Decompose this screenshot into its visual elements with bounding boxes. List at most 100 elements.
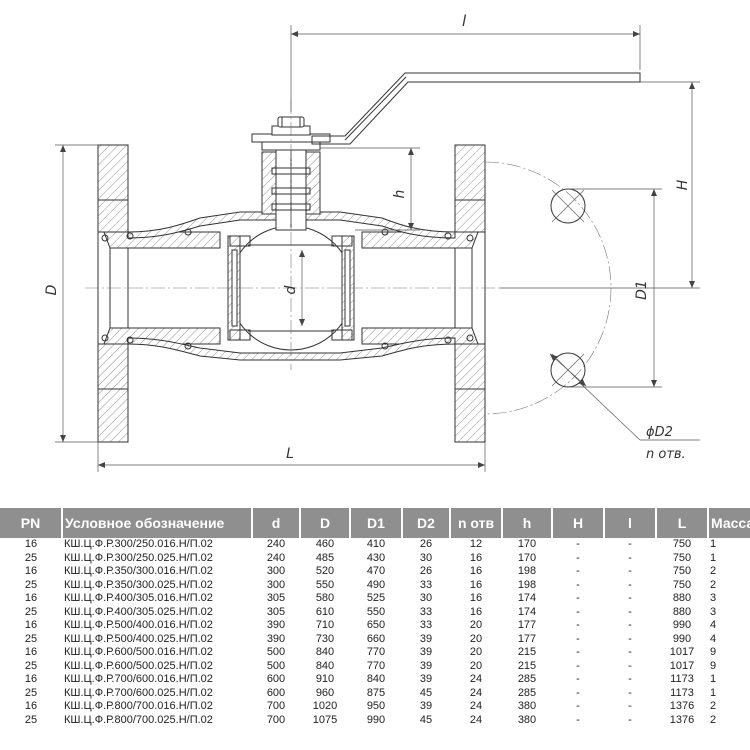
table-cell: КШ.Ц.Ф.Р.800/700.025.Н/П.02 xyxy=(64,713,213,726)
table-cell: 300 xyxy=(266,565,286,577)
table-cell: - xyxy=(576,538,580,550)
left-flange xyxy=(97,144,129,443)
table-cell: 1173 xyxy=(670,673,694,685)
table-cell: 198 xyxy=(517,565,537,577)
table-cell: 177 xyxy=(517,619,537,631)
table-cell: 650 xyxy=(366,619,386,631)
table-cell: 170 xyxy=(517,551,537,564)
table-cell: 4 xyxy=(710,632,717,645)
table-cell: 16 xyxy=(24,565,38,577)
table-cell: 875 xyxy=(366,686,386,699)
table-cell: 20 xyxy=(469,659,483,672)
table-cell: КШ.Ц.Ф.Р.800/700.016.Н/П.02 xyxy=(64,700,213,712)
valve-body xyxy=(101,211,474,361)
valve-technical-drawing: l H h D1 d D L xyxy=(44,12,700,472)
dimension-H: H xyxy=(500,81,700,289)
table-cell: 215 xyxy=(517,646,537,658)
table-cell: - xyxy=(576,659,580,672)
table-cell: 550 xyxy=(366,605,386,618)
table-cell: - xyxy=(628,619,632,631)
right-flange xyxy=(454,144,486,443)
table-cell: 3 xyxy=(710,592,717,604)
column-header: D xyxy=(300,508,351,538)
label-D2: ϕD2 xyxy=(646,425,673,440)
table-cell: 485 xyxy=(315,551,335,564)
table-cell: 16 xyxy=(24,673,38,685)
column-header: L xyxy=(656,508,709,538)
table-cell: 600 xyxy=(266,686,286,699)
table-cell: 520 xyxy=(315,565,335,577)
table-cell: 410 xyxy=(366,538,386,550)
table-cell: 990 xyxy=(672,619,692,631)
column-header: D2 xyxy=(402,508,451,538)
table-cell: 840 xyxy=(315,646,335,658)
table-cell: - xyxy=(628,551,632,564)
table-cell: 1 xyxy=(710,551,717,564)
table-cell: - xyxy=(576,686,580,699)
table-cell: 33 xyxy=(419,605,433,618)
table-cell: - xyxy=(576,646,580,658)
table-cell: 950 xyxy=(366,700,386,712)
column-header: D1 xyxy=(350,508,403,538)
table-cell: 24 xyxy=(469,673,483,685)
table-cell: 470 xyxy=(366,565,386,577)
table-cell: КШ.Ц.Ф.Р.400/305.016.Н/П.02 xyxy=(64,592,213,604)
label-l: l xyxy=(462,12,467,30)
table-cell: - xyxy=(576,713,580,726)
table-cell: 770 xyxy=(366,659,386,672)
table-cell: 880 xyxy=(672,605,692,618)
table-cell: - xyxy=(576,578,580,591)
table-cell: 30 xyxy=(419,592,433,604)
label-L: L xyxy=(286,446,294,462)
table-cell: 9 xyxy=(710,659,717,672)
table-cell: 880 xyxy=(672,592,692,604)
table-cell: КШ.Ц.Ф.Р.350/300.025.Н/П.02 xyxy=(64,578,213,591)
table-cell: 500 xyxy=(266,646,286,658)
table-cell: - xyxy=(576,551,580,564)
table-cell: 16 xyxy=(469,605,483,618)
table-cell: КШ.Ц.Ф.Р.300/250.016.Н/П.02 xyxy=(64,538,213,550)
table-cell: 24 xyxy=(469,700,483,712)
column-header: H xyxy=(552,508,605,538)
table-cell: 177 xyxy=(517,632,537,645)
table-cell: - xyxy=(628,538,632,550)
table-cell: - xyxy=(628,605,632,618)
table-cell: 1 xyxy=(710,686,717,699)
table-cell: 460 xyxy=(315,538,335,550)
table-cell: 2 xyxy=(710,565,717,577)
table-cell: КШ.Ц.Ф.Р.700/600.025.Н/П.02 xyxy=(64,686,213,699)
table-cell: 174 xyxy=(517,592,537,604)
table-cell: - xyxy=(576,673,580,685)
table-cell: 45 xyxy=(419,686,433,699)
table-cell: - xyxy=(628,646,632,658)
label-D1: D1 xyxy=(634,280,650,300)
table-cell: - xyxy=(576,700,580,712)
table-cell: 215 xyxy=(517,659,537,672)
table-cell: 960 xyxy=(315,686,335,699)
table-cell: 16 xyxy=(469,592,483,604)
table-cell: - xyxy=(628,659,632,672)
table-cell: 26 xyxy=(419,565,433,577)
table-cell: КШ.Ц.Ф.Р.500/400.025.Н/П.02 xyxy=(64,632,213,645)
dimension-D: D xyxy=(44,144,98,443)
table-cell: 16 xyxy=(24,592,38,604)
column-header: Условное обозначение xyxy=(62,508,253,538)
table-cell: 174 xyxy=(517,605,537,618)
table-cell: 750 xyxy=(672,538,692,550)
table-cell: 170 xyxy=(517,538,537,550)
column-header: d xyxy=(252,508,301,538)
table-cell: 990 xyxy=(366,713,386,726)
table-cell: 380 xyxy=(517,700,537,712)
dimension-D1: D1 xyxy=(568,188,662,388)
column-header: PN xyxy=(0,508,63,538)
table-cell: 380 xyxy=(517,713,537,726)
table-cell: 910 xyxy=(315,673,335,685)
table-cell: 25 xyxy=(24,551,38,564)
